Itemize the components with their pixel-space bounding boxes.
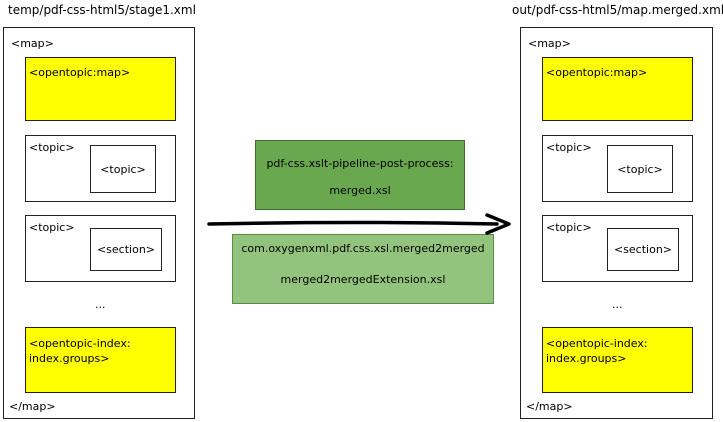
right-topic-1-label: <topic> <box>546 141 592 154</box>
left-topic-2-label: <topic> <box>29 221 75 234</box>
left-opentopic-index-box: <opentopic-index: index.groups> <box>25 327 176 393</box>
left-map-close-tag: </map> <box>9 400 56 413</box>
merged2merged-extension-label: merged2mergedExtension.xsl <box>280 273 446 286</box>
left-topic-1-label: <topic> <box>29 141 75 154</box>
right-nested-section-box: <section> <box>607 228 679 271</box>
merged-xsl-label: merged.xsl <box>329 184 391 197</box>
left-index-label-line2: index.groups> <box>29 352 110 365</box>
left-topic-box-1: <topic> <topic> <box>25 135 176 202</box>
left-index-label-line1: <opentopic-index: <box>29 337 131 350</box>
right-map-open-tag: <map> <box>528 37 571 50</box>
right-topic-2-label: <topic> <box>546 221 592 234</box>
left-file-title: temp/pdf-css-html5/stage1.xml <box>8 3 196 17</box>
left-opentopic-map-box: <opentopic:map> <box>25 57 176 121</box>
left-map-open-tag: <map> <box>11 37 54 50</box>
right-index-label-line2: index.groups> <box>546 352 627 365</box>
left-ellipsis: ... <box>95 298 106 311</box>
left-nested-section-box: <section> <box>90 228 162 271</box>
merged2merged-step: com.oxygenxml.pdf.css.xsl.merged2merged … <box>232 234 494 304</box>
right-file-title: out/pdf-css-html5/map.merged.xml <box>512 3 723 17</box>
xslt-post-process-step: pdf-css.xslt-pipeline-post-process: merg… <box>255 140 465 210</box>
right-map-close-tag: </map> <box>526 400 573 413</box>
right-ellipsis: ... <box>612 298 623 311</box>
right-opentopic-map-box: <opentopic:map> <box>542 57 693 121</box>
right-index-label-line1: <opentopic-index: <box>546 337 648 350</box>
left-nested-topic-box: <topic> <box>90 145 156 193</box>
xslt-post-process-label: pdf-css.xslt-pipeline-post-process: <box>266 157 454 170</box>
left-opentopic-map-label: <opentopic:map> <box>29 66 131 79</box>
right-topic-box-1: <topic> <topic> <box>542 135 693 202</box>
left-map-panel: <map> <opentopic:map> <topic> <topic> <t… <box>3 27 195 419</box>
left-topic-box-2: <topic> <section> <box>25 215 176 282</box>
flow-arrow <box>207 213 511 235</box>
right-nested-topic-box: <topic> <box>607 145 673 193</box>
right-map-panel: <map> <opentopic:map> <topic> <topic> <t… <box>520 27 713 419</box>
merged2merged-label: com.oxygenxml.pdf.css.xsl.merged2merged <box>241 242 485 255</box>
right-opentopic-index-box: <opentopic-index: index.groups> <box>542 327 693 393</box>
right-opentopic-map-label: <opentopic:map> <box>546 66 648 79</box>
right-topic-box-2: <topic> <section> <box>542 215 693 282</box>
